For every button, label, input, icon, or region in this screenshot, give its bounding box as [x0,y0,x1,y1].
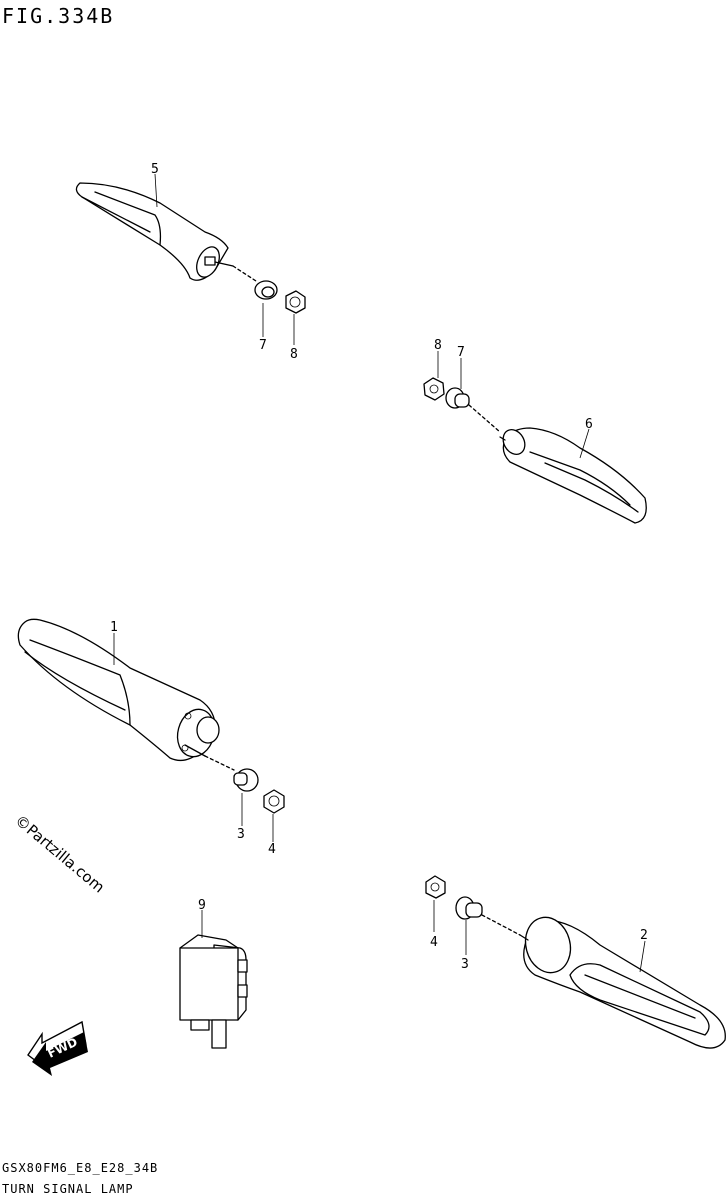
callout-7: 7 [259,338,267,353]
part-4-nut-left[interactable] [263,789,285,814]
callout-3-right: 3 [461,957,469,972]
diagram-caption: TURN SIGNAL LAMP [2,1182,134,1196]
callout-2: 2 [640,928,648,943]
callout-6: 6 [585,417,593,432]
callout-7-right: 7 [457,345,465,360]
part-9-relay[interactable] [179,934,248,1049]
callout-4-right: 4 [430,935,438,950]
part-6-turn-signal[interactable] [499,426,647,524]
callout-4: 4 [268,842,276,857]
part-8-nut-right[interactable] [423,377,445,401]
callout-3: 3 [237,827,245,842]
part-7-washer-right[interactable] [445,387,470,409]
watermark: ©Partzilla.com [11,811,108,896]
part-3-grommet-right[interactable] [455,896,483,920]
callout-5: 5 [151,162,159,177]
callout-8: 8 [290,347,298,362]
callout-8-right: 8 [434,338,442,353]
part-8-nut-upper[interactable] [285,290,306,314]
fwd-direction-arrow: FWD [27,1020,88,1076]
callout-9: 9 [198,898,206,913]
part-4-nut-right[interactable] [425,875,446,899]
part-1-turn-signal[interactable] [17,618,235,771]
callout-1: 1 [110,620,118,635]
part-7-washer-upper[interactable] [254,280,278,300]
figure-title: FIG.334B [2,4,115,28]
part-2-turn-signal[interactable] [519,912,726,1049]
diagram-code: GSX80FM6_E8_E28_34B [2,1161,159,1175]
part-5-turn-signal[interactable] [75,182,257,282]
part-3-grommet-left[interactable] [233,768,259,792]
